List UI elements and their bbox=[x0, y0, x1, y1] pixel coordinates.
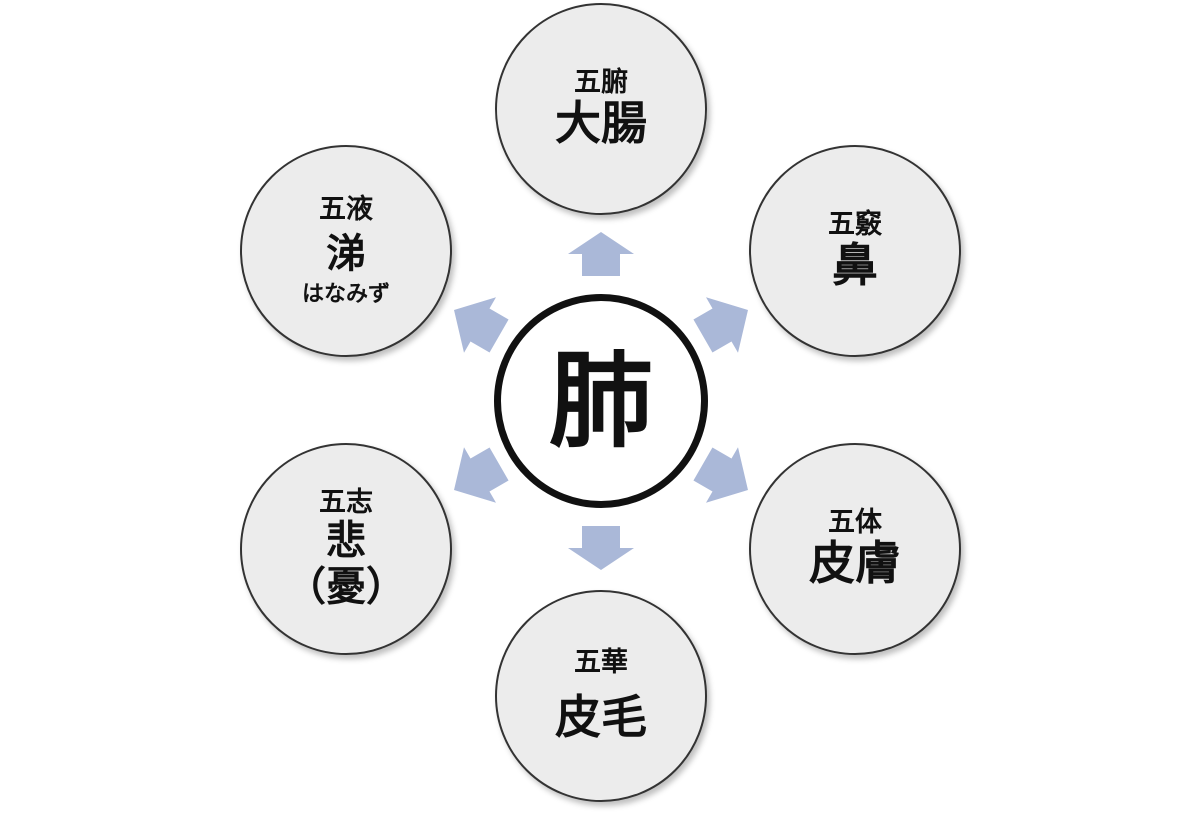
node-lower-right: 五体 皮膚 bbox=[749, 443, 961, 655]
node-lower-left: 五志 悲 （憂） bbox=[240, 443, 452, 655]
arrow-up bbox=[568, 232, 634, 276]
node-lower-right-category: 五体 bbox=[828, 506, 882, 538]
arrow-down bbox=[568, 526, 634, 570]
node-lower-left-category: 五志 bbox=[319, 487, 373, 519]
center-node: 肺 bbox=[494, 294, 708, 508]
node-top: 五腑 大腸 bbox=[495, 3, 707, 215]
center-label: 肺 bbox=[548, 340, 653, 462]
node-bottom-value: 皮毛 bbox=[555, 690, 647, 745]
node-upper-right-category: 五竅 bbox=[828, 208, 882, 240]
arrow-upper-right bbox=[693, 297, 748, 353]
node-bottom-category: 五華 bbox=[574, 646, 628, 678]
node-top-value: 大腸 bbox=[555, 96, 647, 151]
node-upper-left-reading: はなみず bbox=[301, 281, 390, 307]
node-lower-right-value: 皮膚 bbox=[809, 536, 901, 591]
node-upper-right-value: 鼻 bbox=[832, 238, 878, 293]
node-lower-left-value: 悲 bbox=[326, 517, 366, 564]
node-upper-left-category: 五液 bbox=[319, 194, 373, 226]
node-lower-left-extra: （憂） bbox=[286, 563, 406, 610]
arrow-lower-left bbox=[454, 447, 509, 503]
node-bottom: 五華 皮毛 bbox=[495, 590, 707, 802]
node-upper-left: 五液 涕 はなみず bbox=[240, 145, 452, 357]
arrow-upper-left bbox=[454, 297, 509, 353]
node-top-category: 五腑 bbox=[574, 66, 628, 98]
arrow-lower-right bbox=[693, 447, 748, 503]
node-upper-left-value: 涕 bbox=[326, 230, 366, 277]
node-upper-right: 五竅 鼻 bbox=[749, 145, 961, 357]
